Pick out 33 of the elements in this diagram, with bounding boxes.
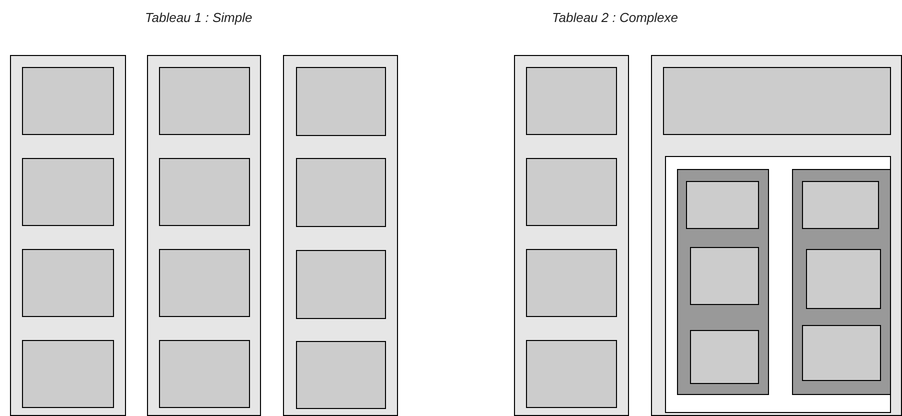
cell-block: [22, 158, 114, 226]
cell-block: [802, 181, 879, 229]
cell-block: [802, 325, 881, 381]
cell-block: [22, 249, 114, 317]
cell-block: [690, 330, 759, 384]
wide-panel: [651, 55, 902, 416]
cell-block: [526, 67, 617, 135]
cell-block: [526, 340, 617, 408]
cell-block: [296, 158, 386, 227]
table-caption: Tableau 2 : Complexe: [552, 10, 678, 25]
column-panel: [10, 55, 126, 416]
cell-block: [159, 67, 250, 135]
cell-block: [22, 340, 114, 408]
cell-block: [526, 249, 617, 317]
cell-block: [690, 247, 759, 305]
table-caption: Tableau 1 : Simple: [145, 10, 252, 25]
cell-block: [296, 250, 386, 319]
inner-panel: [665, 156, 891, 413]
cell-block: [806, 249, 881, 309]
column-panel: [514, 55, 629, 416]
cell-block: [159, 249, 250, 317]
cell-block: [686, 181, 759, 229]
cell-block: [22, 67, 114, 135]
cell-block: [526, 158, 617, 226]
column-panel: [283, 55, 398, 416]
cell-block: [296, 67, 386, 136]
nested-column: [677, 169, 769, 395]
header-block: [663, 67, 891, 135]
cell-block: [159, 158, 250, 226]
nested-column: [792, 169, 891, 395]
cell-block: [159, 340, 250, 408]
column-panel: [147, 55, 261, 416]
cell-block: [296, 341, 386, 409]
